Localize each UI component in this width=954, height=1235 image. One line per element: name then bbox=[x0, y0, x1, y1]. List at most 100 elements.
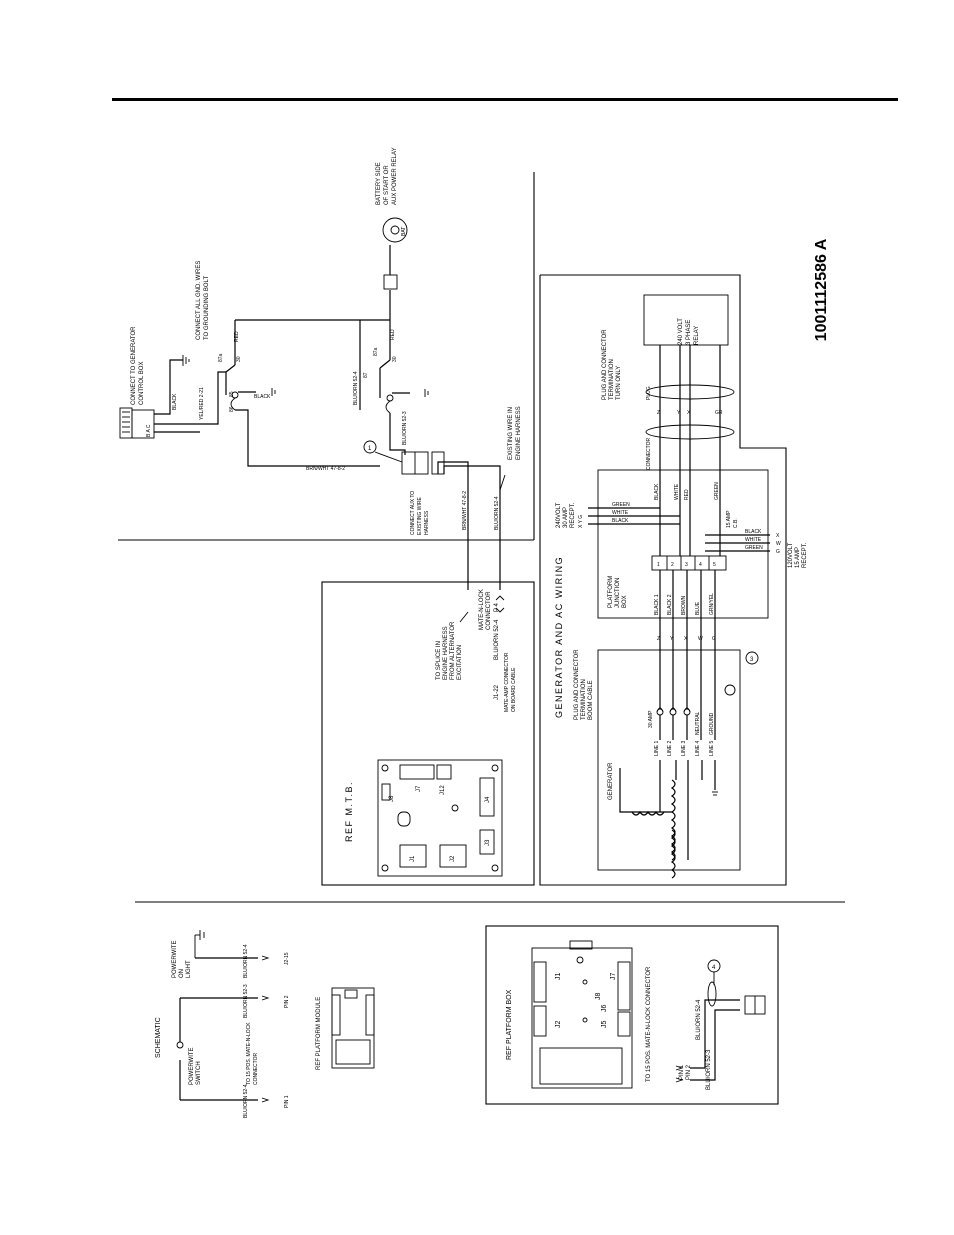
wire-blu-orn-upper: BLU/ORN 52-4 bbox=[353, 371, 359, 405]
terminal-1: 1 bbox=[657, 562, 660, 568]
battery-terminal: BAT BATTERY SIDE OF START OR AUX POWER R… bbox=[376, 147, 408, 320]
mtb-jack-j8: J8 bbox=[389, 795, 395, 802]
terminal-2: 2 bbox=[671, 562, 674, 568]
callout-3: 3 bbox=[750, 657, 754, 663]
terminal-4: 4 bbox=[699, 562, 702, 568]
recept240-label-3: RECEPT. bbox=[570, 502, 576, 528]
wire-yel-red-label: YEL/RED 2-21 bbox=[199, 387, 205, 420]
boom-wire-grnyel: GRN/YEL bbox=[709, 593, 715, 615]
wire-blu-orn-lower: BLU/ORN 52-3 bbox=[402, 411, 408, 445]
sch-to15-1: TO 15 POS. MATE-N-LOCK bbox=[246, 1022, 252, 1085]
relay-term-85: 85 bbox=[229, 391, 235, 397]
wire-brn-wht: BRN/WHT 47-8-2 bbox=[306, 466, 345, 472]
pb-to15: TO 15 POS. MATE-N-LOCK CONNECTOR bbox=[646, 966, 652, 1082]
sch-blu-orn-a: BLU/ORN 52-4 bbox=[243, 944, 249, 978]
relay-upper: 87a 30 85 86 RED BLACK BRN/WHT 47-8-2 bbox=[218, 319, 390, 472]
platform-box-board bbox=[531, 947, 633, 1089]
recept120-wire-black: BLACK bbox=[745, 529, 762, 535]
junction-label-1: PLATFORM bbox=[608, 576, 614, 608]
breaker-label-2: C.B. bbox=[733, 518, 739, 528]
splice-label-4: EXCITATION bbox=[457, 645, 463, 680]
connector-word: CONNECTOR bbox=[646, 437, 652, 470]
relay2-term-87: 87 bbox=[363, 372, 369, 378]
powerwite-switch-2: SWITCH bbox=[196, 1061, 202, 1085]
battery-label-3: AUX POWER RELAY bbox=[392, 147, 398, 205]
pb-jack-j6: J6 bbox=[601, 1005, 608, 1013]
breaker-label-1: 15 AMP bbox=[726, 510, 732, 528]
amp30-label: 30 AMP bbox=[648, 710, 654, 728]
plug-word: PLUG bbox=[646, 386, 652, 400]
pb-blu-orn-b: BLU/ORN 52-3 bbox=[706, 1049, 712, 1090]
upper-wire-green: GREEN bbox=[714, 482, 720, 500]
line-3-label: LINE 3 bbox=[681, 740, 687, 756]
existing-wire-label-1: EXISTING WIRE IN bbox=[508, 407, 514, 460]
control-box-label: CONTROL BOX bbox=[139, 362, 145, 405]
pb-jack-j2: J2 bbox=[555, 1021, 562, 1029]
recept120-label-3: RECEPT. bbox=[802, 542, 808, 568]
callout-1: 1 bbox=[368, 446, 372, 452]
wire-black-label: BLACK bbox=[172, 393, 178, 410]
ground-label: GROUND bbox=[709, 712, 715, 735]
wire-blu-orn-down: BLU/ORN 52-4 bbox=[494, 496, 500, 530]
mtb-jack-j1: J1 bbox=[410, 855, 416, 862]
powerwite-light-3: LIGHT bbox=[186, 960, 192, 978]
recept120-label-1: 120VOLT bbox=[788, 542, 794, 568]
schematic-section: SCHEMATIC POWERWITE SWITCH POWERWITE ON … bbox=[155, 930, 375, 1118]
mtb-title: REF M.T.B. bbox=[344, 781, 354, 842]
callout-4: 4 bbox=[712, 965, 716, 971]
splice-label-2: ENGINE HARNESS bbox=[443, 626, 449, 680]
pb-jack-j5: J5 bbox=[601, 1021, 608, 1029]
recept240-wire-black: BLACK bbox=[612, 518, 629, 524]
battery-label-1: BATTERY SIDE bbox=[376, 162, 382, 205]
pb-pin1: PIN 1 bbox=[679, 1064, 685, 1080]
recept120-pin-g: G bbox=[776, 549, 780, 555]
platform-box-section: REF PLATFORM BOX J1 J2 J5 J6 J7 J8 TO 15… bbox=[485, 925, 779, 1105]
powerwite-light-1: POWERWITE bbox=[172, 940, 178, 978]
generator-label: GENERATOR bbox=[608, 762, 614, 800]
neutral-label: NEUTRAL bbox=[695, 711, 701, 735]
splice-label-3: FROM ALTERNATOR bbox=[450, 621, 456, 680]
wire-brn-wht-down: BRN/WHT 47-8-2 bbox=[462, 491, 468, 530]
battery-bat-label: BAT bbox=[401, 227, 407, 236]
upper-pin-y: Y bbox=[677, 410, 681, 416]
harness-connector-block: 1 CONNECT AUX TO EXISTING WIRE HARNESS bbox=[363, 440, 445, 535]
relay-lower: 87a 87 30 RED BLU/ORN 52-4 BLU/ORN 52-3 bbox=[353, 320, 429, 455]
schematic-title: SCHEMATIC bbox=[155, 1017, 162, 1058]
plug-top-label-2: TERMINATION bbox=[609, 359, 615, 400]
breaker-row-icon bbox=[656, 707, 691, 716]
upper-wire-red: RED bbox=[684, 489, 690, 500]
mtb-jack-j12: J12 bbox=[440, 785, 446, 795]
boom-plug-label-1: PLUG AND CONNECTOR bbox=[574, 649, 580, 720]
mtb-blu-orn: BLU/ORN 52-4 bbox=[494, 619, 500, 660]
sch-j2-15: J2-15 bbox=[284, 952, 290, 965]
relay-box-label-2: 3 PHASE bbox=[686, 320, 692, 345]
mate-amp-label-2: ON BOARD CABLE bbox=[511, 667, 517, 712]
mtb-jack-j4: J4 bbox=[485, 796, 491, 803]
mate-lock-label-2: CONNECTOR bbox=[486, 591, 492, 630]
upper-pin-x: X bbox=[687, 410, 691, 416]
pb-jack-j7: J7 bbox=[610, 973, 617, 981]
existing-wire-label-2: ENGINE HARNESS bbox=[516, 406, 522, 460]
platform-box-title: REF PLATFORM BOX bbox=[506, 989, 513, 1060]
mtb-jack-j3: J3 bbox=[485, 839, 491, 846]
control-box-pins: B A C bbox=[146, 424, 152, 437]
relay2-term-30: 30 bbox=[392, 356, 398, 362]
powerwite-light-2: ON bbox=[179, 969, 185, 978]
boom-pin-z: Z bbox=[657, 636, 660, 642]
line-5-label: LINE 5 bbox=[709, 740, 715, 756]
recept120-wire-green: GREEN bbox=[745, 545, 763, 551]
platform-module-label: REF PLATFORM MODULE bbox=[316, 997, 322, 1070]
relay-term-30: 30 bbox=[236, 356, 242, 362]
junction-terminal-strip bbox=[651, 555, 727, 571]
platform-module-board bbox=[331, 987, 375, 1069]
ground-symbol-icon bbox=[182, 355, 190, 366]
upper-pin-z: Z bbox=[657, 410, 660, 416]
boom-wire-black2: BLACK 2 bbox=[667, 594, 673, 615]
generator-coil-icon bbox=[619, 760, 718, 879]
mtb-pin-p4: P 4 bbox=[494, 602, 500, 612]
sch-blu-orn-b: BLU/ORN 52-3 bbox=[243, 984, 249, 1018]
wire-red-upper: RED bbox=[234, 331, 240, 342]
connect-to-generator-label: CONNECT TO GENERATOR bbox=[131, 326, 137, 405]
recept240-label-2: 30 AMP bbox=[563, 507, 569, 528]
